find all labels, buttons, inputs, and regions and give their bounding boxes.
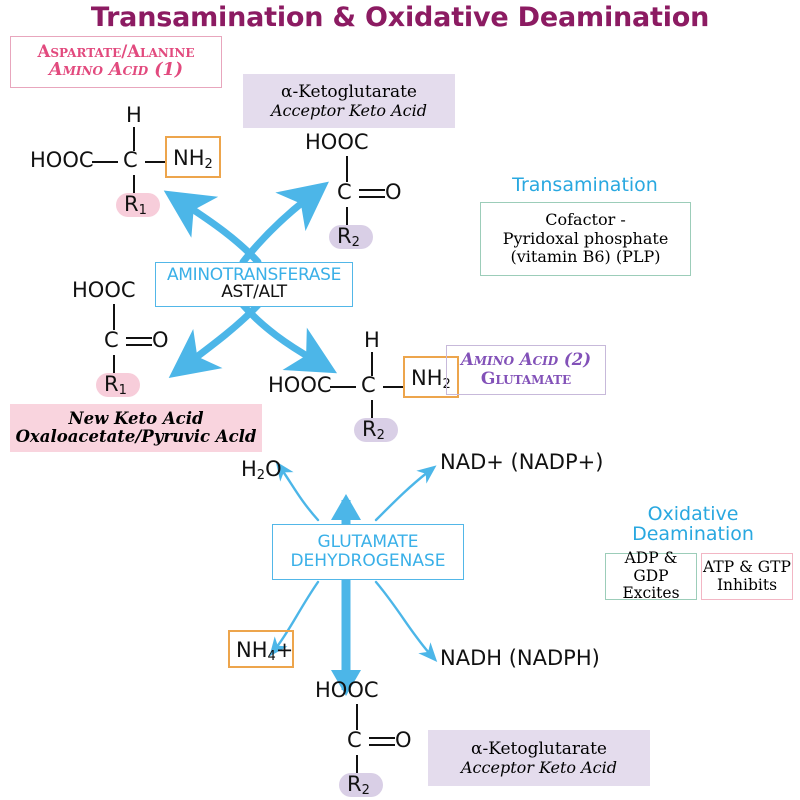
aa1-carbon-atom: C	[123, 148, 138, 172]
ketotop-r-group: R2	[337, 224, 360, 250]
akg-top-line-2: Acceptor Keto Acid	[271, 100, 427, 120]
aminotransferase-subtitle: AST/ALT	[221, 282, 287, 303]
newketo-hooc-group: HOOC	[72, 278, 136, 302]
aa1-amine-label: NH2	[173, 146, 213, 172]
aa1-amine-box	[165, 136, 221, 178]
akg-top-line-1: α-Ketoglutarate	[281, 81, 417, 102]
amino-acid-2-label: Amino Acid (2) Glutamate	[446, 345, 606, 395]
aa1-r-group-highlight	[116, 193, 160, 217]
inhibitor-box: ATP & GTP Inhibits	[701, 553, 793, 600]
glutamate-structure: H HOOC C R2	[268, 330, 478, 455]
glu-amine-label: NH2	[411, 366, 451, 392]
inhibitor-line-1: ATP & GTP	[703, 557, 791, 576]
glu-r-group: R2	[362, 417, 385, 443]
new-keto-line-2: Oxaloacetate/Pyruvic Acld	[15, 427, 257, 446]
glu-carbon-atom: C	[361, 373, 376, 397]
ammonium-box	[228, 630, 294, 668]
aa2-line-1: Amino Acid (2)	[460, 350, 592, 370]
oxdeam-heading-line-1: Oxidative	[647, 503, 739, 525]
glutamate-dehydrogenase-enzyme-box: GLUTAMATE DEHYDROGENASE	[272, 524, 464, 580]
newketo-r-group: R1	[104, 372, 127, 398]
activator-box: ADP & GDP Excites	[605, 549, 697, 603]
aspartate-line-2: Amino Acid (1)	[49, 60, 183, 81]
cofactor-line-2: Pyridoxal phosphate	[502, 228, 669, 248]
aa2-line-2: Glutamate	[480, 368, 572, 389]
glu-r-group-highlight	[354, 418, 398, 442]
new-keto-acid-structure: HOOC C O R1	[60, 280, 220, 405]
cofactor-line-1: Cofactor -	[545, 209, 626, 229]
ketobot-oxygen-atom: O	[395, 728, 412, 752]
gdh-line-1: GLUTAMATE	[317, 531, 419, 552]
ketobot-r-group: R2	[347, 772, 370, 798]
glu-hooc-group: HOOC	[268, 373, 332, 397]
ketotop-hooc-group: HOOC	[305, 130, 369, 154]
activator-line-2: Excites	[622, 584, 680, 603]
aminotransferase-name: AMINOTRANSFERASE	[166, 265, 342, 286]
ketotop-oxygen-atom: O	[385, 180, 402, 204]
nadh-label: NADH (NADPH)	[440, 646, 600, 670]
amino-acid-1-structure: H HOOC C R1	[20, 105, 230, 225]
newketo-oxygen-atom: O	[152, 328, 169, 352]
newketo-carbon-atom: C	[104, 328, 119, 352]
alpha-ketoglutarate-top-label: α-Ketoglutarate Acceptor Keto Acid	[243, 74, 455, 128]
aspartate-line-1: Aspartate/Alanine	[37, 41, 195, 61]
glu-amine-box	[403, 356, 459, 398]
glu-h-atom: H	[364, 328, 380, 352]
oxdeam-heading-line-2: Deamination	[632, 522, 754, 545]
new-keto-line-1: New Keto Acid	[68, 408, 204, 428]
activator-line-1: ADP & GDP	[624, 549, 678, 585]
aa1-h-atom: H	[126, 103, 142, 127]
aa1-r-group: R1	[124, 192, 147, 218]
aspartate-alanine-label: Aspartate/Alanine Amino Acid (1)	[10, 36, 222, 88]
new-keto-acid-label: New Keto Acid Oxaloacetate/Pyruvic Acld	[10, 404, 262, 452]
transamination-heading: Transamination	[512, 174, 658, 196]
newketo-r-group-highlight	[96, 373, 140, 397]
inhibitor-line-2: Inhibits	[716, 575, 778, 594]
page-title: Transamination & Oxidative Deamination	[90, 2, 710, 33]
nad-label: NAD+ (NADP+)	[440, 450, 604, 474]
cofactor-line-3: (vitamin B6) (PLP)	[510, 247, 661, 267]
water-label: H2O	[241, 457, 282, 483]
akg-bottom-line-1: α-Ketoglutarate	[471, 738, 607, 759]
ketotop-carbon-atom: C	[337, 180, 352, 204]
ketotop-r-group-highlight	[329, 225, 373, 249]
akg-bottom-line-2: Acceptor Keto Acid	[461, 757, 617, 777]
ketobot-r-group-highlight	[339, 773, 383, 797]
gdh-line-2: DEHYDROGENASE	[290, 551, 446, 571]
oxidative-deamination-heading: Oxidative Deamination	[603, 503, 783, 545]
ketobot-carbon-atom: C	[347, 728, 362, 752]
ammonium-label: NH4+	[236, 638, 294, 664]
keto-acid-bottom-structure: HOOC C O R2	[305, 680, 465, 800]
keto-acid-top-structure: HOOC C O R2	[305, 132, 465, 257]
transamination-cofactor-box: Cofactor - Pyridoxal phosphate (vitamin …	[480, 202, 691, 276]
ketobot-hooc-group: HOOC	[315, 678, 379, 702]
alpha-ketoglutarate-bottom-label: α-Ketoglutarate Acceptor Keto Acid	[428, 730, 650, 786]
aa1-hooc-group: HOOC	[30, 148, 94, 172]
aminotransferase-enzyme-box: AMINOTRANSFERASE AST/ALT	[155, 262, 353, 307]
